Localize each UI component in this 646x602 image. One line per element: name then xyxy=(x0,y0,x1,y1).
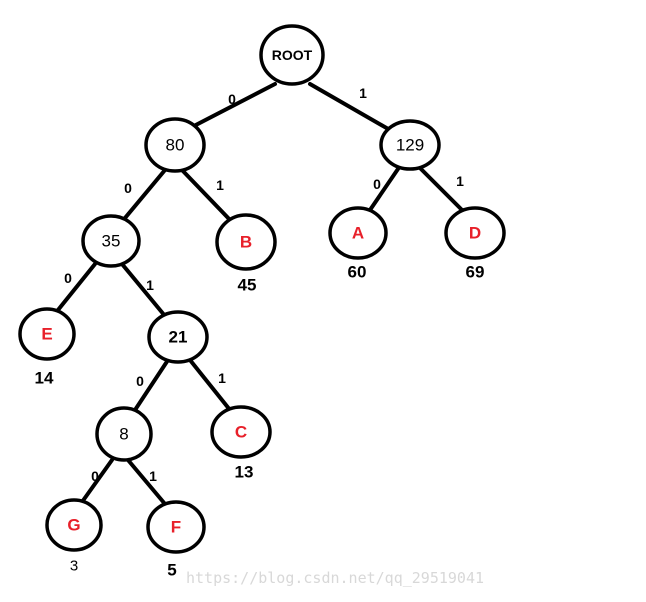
node-A xyxy=(328,206,388,260)
edge-label-root-80: 0 xyxy=(228,91,236,107)
node-G-label: G xyxy=(67,516,80,535)
edge-80-35 xyxy=(123,168,167,220)
edge-label-8-G: 0 xyxy=(91,468,99,484)
edge-80-B xyxy=(180,168,234,224)
node-G-weight: 3 xyxy=(70,558,78,575)
node-C-label: C xyxy=(235,423,247,442)
edge-21-8 xyxy=(133,358,170,412)
node-21-label: 21 xyxy=(169,328,188,347)
node-21 xyxy=(147,310,209,364)
node-A-weight: 60 xyxy=(348,263,367,282)
node-F xyxy=(146,500,206,554)
node-D-weight: 69 xyxy=(466,263,485,282)
edge-35-E xyxy=(56,262,97,312)
node-129-label: 129 xyxy=(396,136,424,155)
node-E-weight: 14 xyxy=(35,369,54,388)
edge-label-8-F: 1 xyxy=(149,468,157,484)
edge-label-35-21: 1 xyxy=(146,277,154,293)
node-F-weight: 5 xyxy=(167,561,176,580)
edge-label-35-E: 0 xyxy=(64,270,72,286)
node-F-label: F xyxy=(171,518,181,537)
node-129 xyxy=(379,119,441,171)
node-C-weight: 13 xyxy=(235,463,254,482)
edge-label-21-C: 1 xyxy=(218,370,226,386)
edge-root-80 xyxy=(188,82,277,130)
edge-label-80-35: 0 xyxy=(124,180,132,196)
edge-8-F xyxy=(126,458,167,506)
node-8 xyxy=(95,406,153,462)
edge-35-21 xyxy=(120,262,167,318)
node-35-label: 35 xyxy=(102,232,121,251)
edge-label-129-A: 0 xyxy=(373,176,381,192)
node-D xyxy=(444,206,506,260)
node-root-label: ROOT xyxy=(272,47,313,63)
node-8-label: 8 xyxy=(119,425,128,444)
edge-label-129-D: 1 xyxy=(456,173,464,189)
edge-129-A xyxy=(368,164,402,212)
node-C xyxy=(210,405,272,459)
node-B-label: B xyxy=(240,233,252,252)
node-80-label: 80 xyxy=(166,136,185,155)
node-E xyxy=(18,307,76,361)
edge-21-C xyxy=(188,358,232,412)
node-B xyxy=(215,213,277,271)
node-G xyxy=(45,498,103,552)
edge-129-D xyxy=(416,164,464,212)
node-D-label: D xyxy=(469,224,481,243)
node-E-label: E xyxy=(41,325,52,344)
edge-8-G xyxy=(80,458,114,504)
edge-root-129 xyxy=(308,82,392,132)
node-35 xyxy=(81,214,141,268)
node-root xyxy=(259,24,325,86)
node-80 xyxy=(144,117,206,173)
node-A-label: A xyxy=(352,224,364,243)
edge-label-root-129: 1 xyxy=(359,85,367,101)
edge-label-21-8: 0 xyxy=(136,373,144,389)
node-B-weight: 45 xyxy=(238,276,257,295)
watermark-text: https://blog.csdn.net/qq_29519041 xyxy=(186,569,484,587)
edge-label-80-B: 1 xyxy=(216,177,224,193)
